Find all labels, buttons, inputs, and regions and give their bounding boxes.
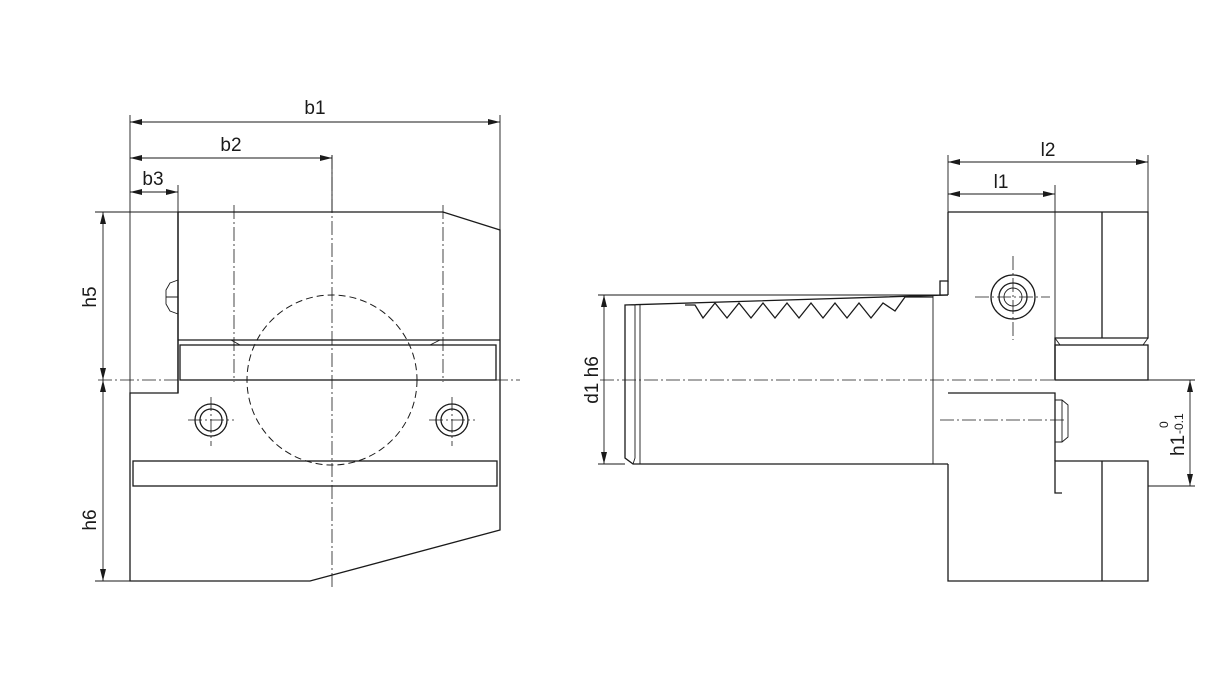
dim-b2-label: b2 [220, 135, 241, 156]
dim-d1-label: d1 h6 [582, 356, 603, 404]
front-screw-right [429, 397, 475, 446]
side-screw [975, 256, 1050, 340]
front-screw-left [188, 397, 234, 446]
front-side-screw [165, 279, 179, 315]
dim-b3-label: b3 [142, 169, 163, 190]
front-lower-bar [132, 460, 498, 487]
side-body-outline [939, 211, 1149, 582]
side-view: l2 l1 d1 h6 h1 0 -0.1 [582, 140, 1195, 582]
dim-l2-label: l2 [1041, 140, 1056, 161]
side-set-screw [1055, 399, 1069, 443]
dim-h1-tol-lower: -0.1 [1172, 413, 1186, 434]
dim-h1-tol-upper: 0 [1157, 421, 1171, 428]
dim-h5-label: h5 [80, 286, 101, 307]
dim-l1-label: l1 [994, 172, 1009, 193]
dim-h6-label: h6 [80, 509, 101, 530]
front-body-outline [129, 211, 501, 582]
side-clamp [1054, 344, 1149, 381]
front-view: b1 b2 b3 h5 h6 [80, 98, 520, 590]
side-shank-outline [624, 294, 949, 465]
side-serration [685, 296, 933, 320]
dim-h1-label: h1 [1168, 435, 1189, 456]
dim-b1-label: b1 [304, 98, 325, 119]
front-upper-bar [179, 344, 497, 381]
